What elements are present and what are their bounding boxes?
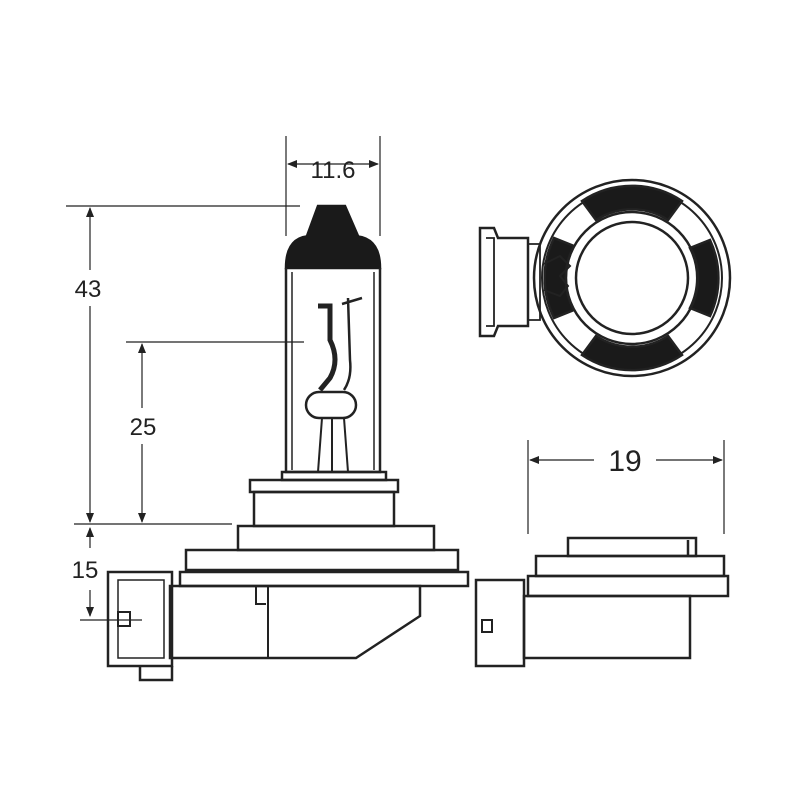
- connector-pin: [117, 611, 131, 627]
- top-view-inner-ring: [564, 210, 700, 346]
- top-view-outer-ring: [532, 178, 732, 378]
- base-ring-1: [248, 478, 400, 494]
- dimension-lines-side: [527, 440, 725, 534]
- filament-support: [318, 303, 338, 392]
- base-ring-3: [236, 524, 436, 552]
- top-view-tab-top: [580, 184, 684, 222]
- side-flange-body: [534, 554, 726, 578]
- top-view-ring-2: [541, 187, 723, 369]
- base-ring-2: [252, 490, 396, 528]
- bulb-dome: [284, 234, 382, 270]
- side-view-flange: [474, 536, 730, 668]
- filament-lead: [341, 296, 363, 391]
- label-bulb-width: 11.6: [311, 157, 356, 184]
- top-view-center: [574, 220, 690, 336]
- top-view-tab-right: [688, 238, 720, 318]
- bulb-tip: [305, 204, 360, 238]
- dimension-lines-front: [66, 136, 381, 621]
- filament-coil: [304, 390, 358, 420]
- top-view-plug: [478, 226, 530, 338]
- top-view-tab-bottom: [580, 334, 684, 372]
- top-view-plug-inner: [486, 237, 541, 327]
- top-view-clip: [543, 254, 572, 298]
- label-overall-height: 43: [75, 276, 102, 303]
- bulb-glass-inner: [291, 272, 375, 470]
- top-view-bulb: [478, 178, 732, 378]
- label-base-height: 15: [72, 557, 99, 584]
- front-view-bulb: [106, 204, 470, 682]
- side-flange-lip: [526, 574, 730, 598]
- side-flange-top: [566, 536, 698, 558]
- label-flange-width: 19: [608, 445, 641, 478]
- connector-body: [168, 584, 422, 660]
- connector-foot: [138, 666, 174, 682]
- top-view-tab-left: [543, 236, 576, 320]
- side-connector-body: [522, 594, 692, 660]
- filament-wires: [317, 417, 349, 473]
- base-flange: [184, 548, 460, 572]
- label-light-center-height: 25: [130, 414, 157, 441]
- side-connector-pin: [481, 619, 493, 633]
- base-flange-lip: [178, 570, 470, 588]
- connector-plug-inner: [117, 579, 165, 659]
- connector-detail: [255, 586, 269, 658]
- side-connector-plug: [474, 578, 526, 668]
